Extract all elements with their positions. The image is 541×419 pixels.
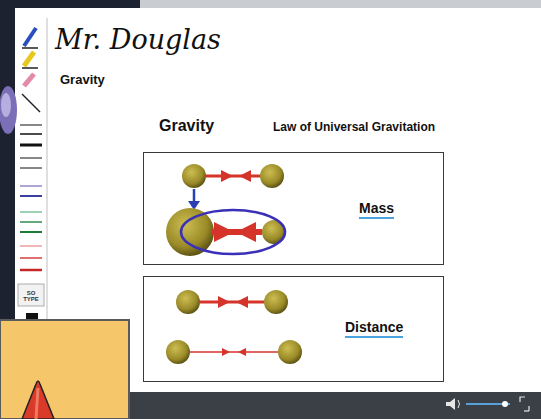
planet-highlight <box>1 93 11 117</box>
slide-heading: Gravity <box>159 117 214 135</box>
distance-panel: Distance <box>143 276 444 382</box>
fullscreen-icon <box>520 397 529 411</box>
top-frame <box>0 0 541 8</box>
board-title: Gravity <box>60 73 105 88</box>
eraser-tool <box>24 74 34 86</box>
toolbar-separator <box>47 18 48 330</box>
slide-subtitle: Law of Universal Gravitation <box>273 121 435 135</box>
red-cone <box>22 381 54 419</box>
highlighter-tool <box>22 52 38 68</box>
panel-label: Mass <box>359 200 394 219</box>
mass-illustration <box>166 164 286 256</box>
teacher-name: Mr. Douglas <box>55 24 221 55</box>
type-button <box>18 284 44 306</box>
line-width-swatches <box>20 125 42 270</box>
panel-label: Distance <box>345 319 403 338</box>
volume-knob <box>502 401 508 407</box>
pen-tool <box>22 28 38 48</box>
presenter-thumbnail <box>0 320 129 419</box>
line-tool <box>22 94 40 112</box>
tool-label: SO TYPE <box>19 290 43 303</box>
dark-corner <box>0 0 140 8</box>
volume-icon <box>446 398 460 410</box>
distance-illustration <box>166 290 302 364</box>
planet-image <box>0 86 17 134</box>
cone-highlight <box>36 388 38 419</box>
mass-panel: Mass <box>143 152 444 265</box>
